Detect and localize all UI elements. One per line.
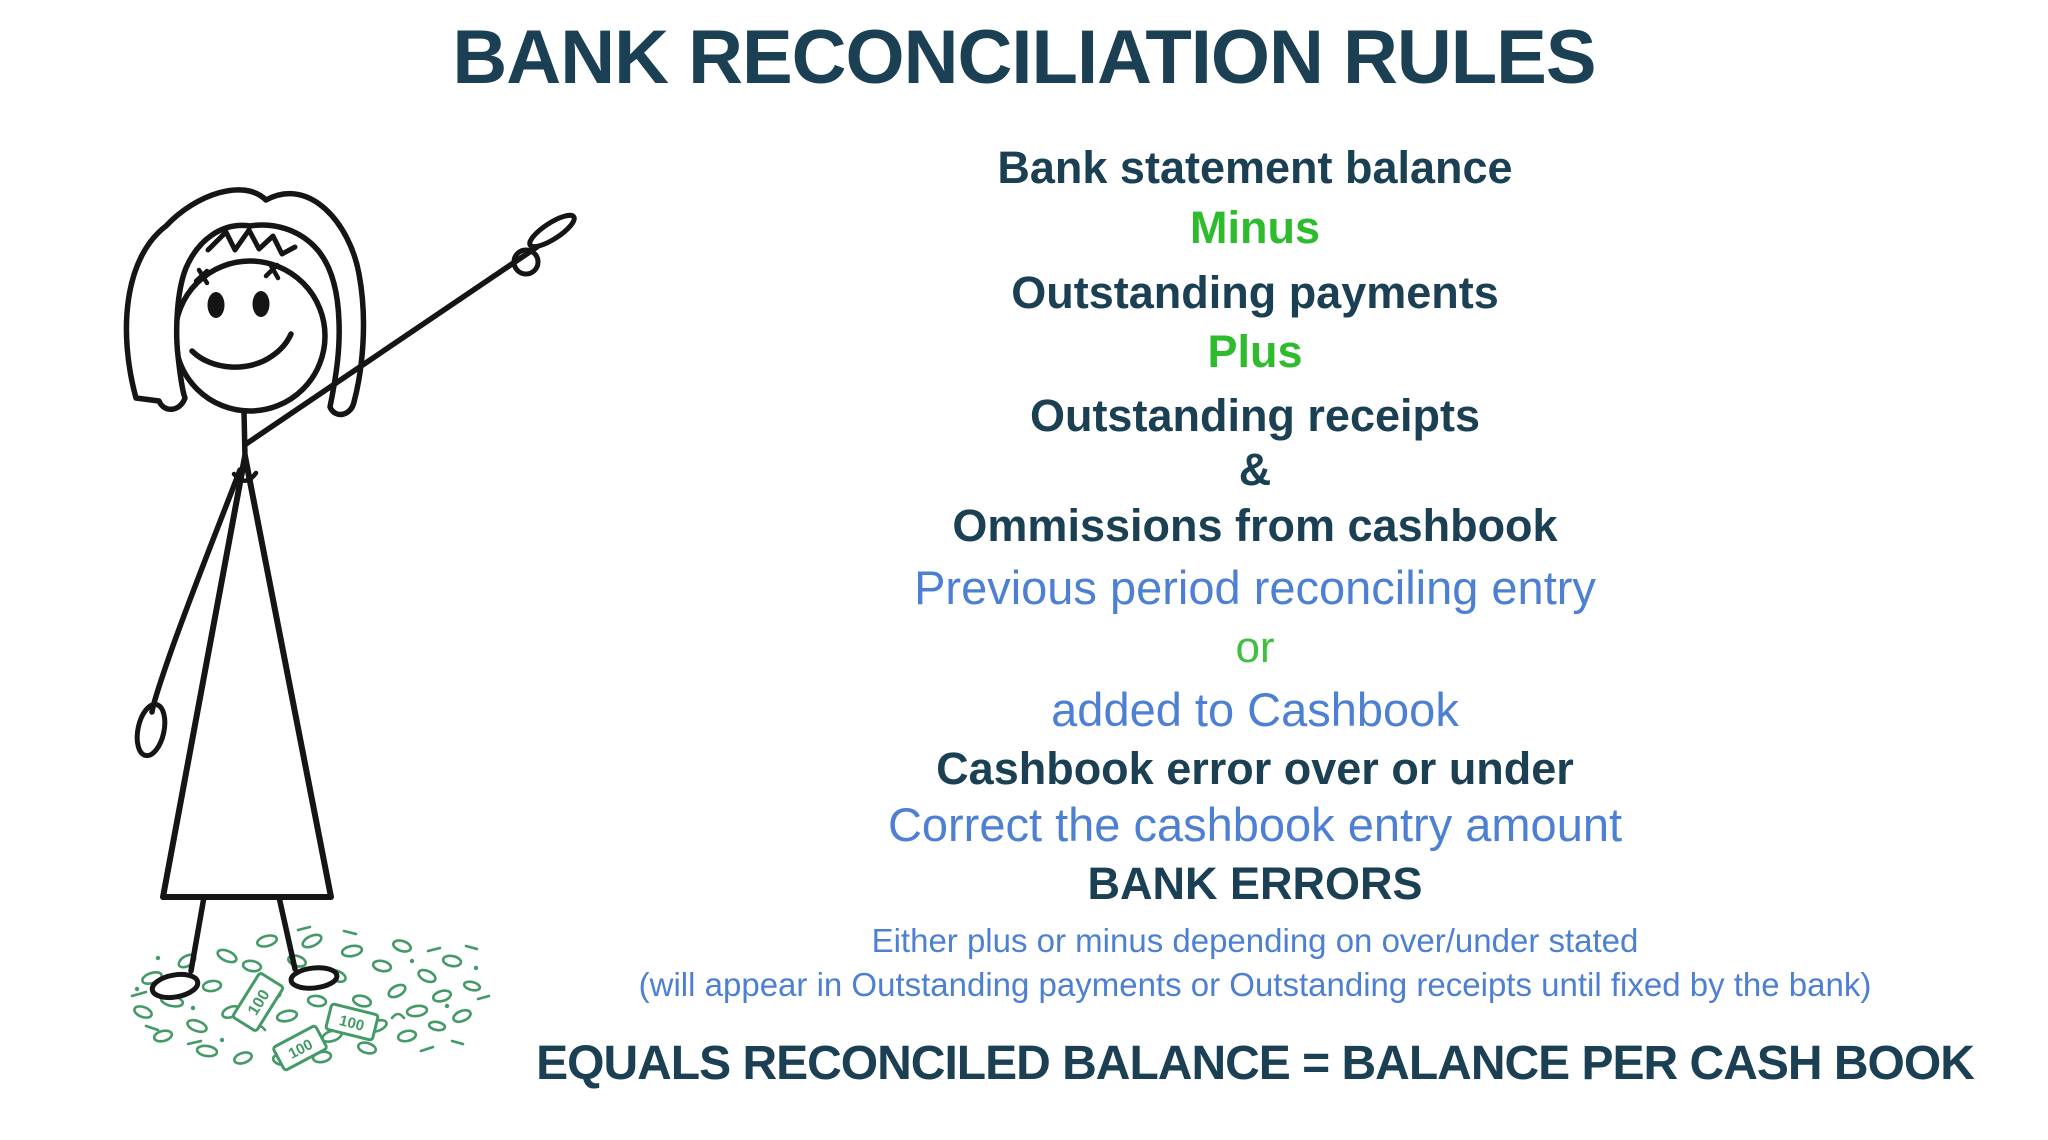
rule-previous-period-entry: Previous period reconciling entry: [914, 561, 1596, 614]
right-eye: [252, 291, 270, 317]
rule-bank-errors-heading: BANK ERRORS: [1087, 858, 1423, 909]
rule-cashbook-error: Cashbook error over or under: [936, 743, 1574, 794]
rule-omissions-from-cashbook: Ommissions from cashbook: [952, 500, 1558, 551]
left-eyelash: [193, 267, 210, 286]
hand-knuckles: [511, 247, 541, 277]
bodice-detail: [231, 470, 259, 483]
stick-figure-woman-illustration: 100 100 100: [123, 187, 577, 1072]
money-pile-icon: 100 100 100: [130, 925, 491, 1072]
left-eye: [207, 292, 225, 318]
dress: [160, 453, 334, 900]
rule-bank-errors-note-1: Either plus or minus depending on over/u…: [871, 922, 1639, 959]
rule-correct-cashbook-entry: Correct the cashbook entry amount: [887, 798, 1623, 851]
right-eyelash: [263, 261, 281, 281]
rule-added-to-cashbook: added to Cashbook: [1051, 683, 1459, 736]
rule-ampersand: &: [1238, 444, 1272, 495]
rule-bank-errors-note-2: (will appear in Outstanding payments or …: [638, 966, 1872, 1003]
rule-operator-or: or: [1235, 623, 1275, 672]
rule-outstanding-payments: Outstanding payments: [1011, 267, 1499, 318]
equals-reconciled-balance-line: EQUALS RECONCILED BALANCE = BALANCE PER …: [536, 1037, 1975, 1090]
neck: [241, 408, 248, 460]
rule-outstanding-receipts: Outstanding receipts: [1029, 390, 1481, 441]
fringe: [205, 227, 298, 257]
right-foot: [288, 965, 340, 991]
rules-list: Bank statement balance Minus Outstanding…: [455, 0, 2048, 1140]
smile: [189, 331, 294, 370]
pointing-finger: [527, 212, 577, 250]
banknote-100-icon: 100: [272, 1024, 328, 1072]
rule-operator-minus: Minus: [1190, 202, 1320, 253]
banknote-100-icon: 100: [231, 972, 285, 1032]
stick-figure-body: [123, 187, 577, 1001]
rule-operator-plus: Plus: [1207, 326, 1303, 377]
left-hand: [134, 701, 168, 759]
pointing-arm: [243, 244, 540, 447]
rule-bank-statement-balance: Bank statement balance: [997, 142, 1513, 193]
banknote-100-icon: 100: [324, 1002, 380, 1042]
left-leg: [188, 894, 207, 974]
left-foot: [149, 971, 201, 1001]
page-title: BANK RECONCILIATION RULES: [452, 15, 1596, 100]
left-arm: [149, 467, 243, 715]
hair: [123, 187, 367, 418]
right-leg: [276, 894, 298, 972]
svg-text:100: 100: [337, 1012, 365, 1035]
face: [172, 258, 328, 414]
